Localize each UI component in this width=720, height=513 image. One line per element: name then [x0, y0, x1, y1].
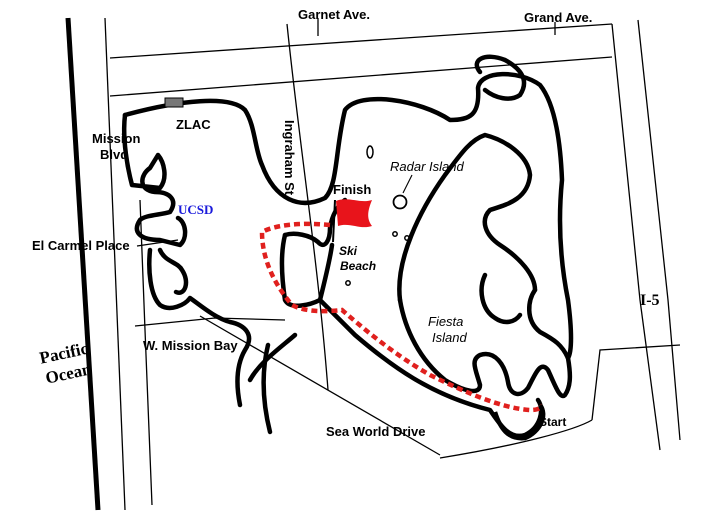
finish-label: Finish	[333, 182, 372, 197]
inner-coast-line	[139, 199, 153, 506]
fiesta-island	[397, 132, 538, 303]
w-mission-bay-label: W. Mission Bay	[143, 338, 238, 353]
sea-world-lower	[591, 344, 681, 421]
i5-line-a	[611, 23, 661, 451]
finish-flag-icon	[336, 199, 372, 228]
el-carmel-label: El Carmel Place	[32, 238, 130, 253]
finish-pole	[332, 199, 336, 243]
race-route	[259, 221, 543, 413]
buoy-dot-1	[392, 231, 398, 237]
north-shore	[122, 71, 574, 361]
sea-world-label: Sea World Drive	[326, 424, 426, 439]
w-mission-bay-line	[134, 317, 286, 327]
start-shore	[492, 403, 546, 441]
radar-island-label: Radar Island	[390, 159, 464, 174]
coastline	[65, 17, 101, 511]
radar-pointer	[402, 174, 413, 194]
ucsd-label: UCSD	[178, 202, 214, 217]
ucsd-bay	[147, 247, 252, 408]
fiesta-label-2: Island	[432, 330, 467, 345]
ingraham-label: Ingraham St	[282, 120, 297, 196]
sea-world-line	[439, 419, 593, 459]
northeast-loop	[474, 54, 527, 101]
garnet-ave-line	[109, 23, 613, 59]
upper-street-line	[109, 56, 613, 97]
w-mission-diag	[199, 315, 441, 456]
ski-beach-label-1: Ski	[339, 244, 358, 258]
fiesta-label-1: Fiesta	[428, 314, 464, 329]
radar-island-marker	[392, 194, 408, 210]
buoy-dot-3	[345, 280, 351, 286]
fiesta-inner	[479, 272, 523, 325]
start-label: Start	[539, 415, 567, 429]
mission-blvd-label-2: Blvd	[100, 147, 129, 162]
shorelines	[121, 54, 574, 439]
garnet-ave-label: Garnet Ave.	[298, 7, 371, 22]
mission-blvd-line	[104, 17, 126, 511]
west-shore	[121, 112, 188, 248]
grand-ave-label: Grand Ave.	[524, 10, 593, 25]
ski-beach	[279, 232, 544, 439]
i5-label: I-5	[640, 292, 660, 309]
ski-beach-label-2: Beach	[340, 259, 377, 273]
street-lines	[104, 17, 681, 511]
south-spit	[261, 342, 273, 435]
zlac-building	[164, 97, 184, 108]
ucsd-inlet	[157, 247, 189, 295]
ingraham-line	[286, 23, 329, 391]
buoy-dot-2	[404, 235, 410, 241]
ski-beach-top	[282, 197, 348, 248]
ski-beach-lower	[317, 242, 335, 303]
i5-line-b	[637, 19, 681, 441]
zlac-label: ZLAC	[176, 117, 211, 132]
south-bay-loop	[247, 332, 298, 383]
fiesta-lower	[397, 297, 573, 399]
fiesta-east	[527, 287, 571, 361]
mission-blvd-label-1: Mission	[92, 131, 141, 146]
small-island-north	[366, 145, 374, 159]
